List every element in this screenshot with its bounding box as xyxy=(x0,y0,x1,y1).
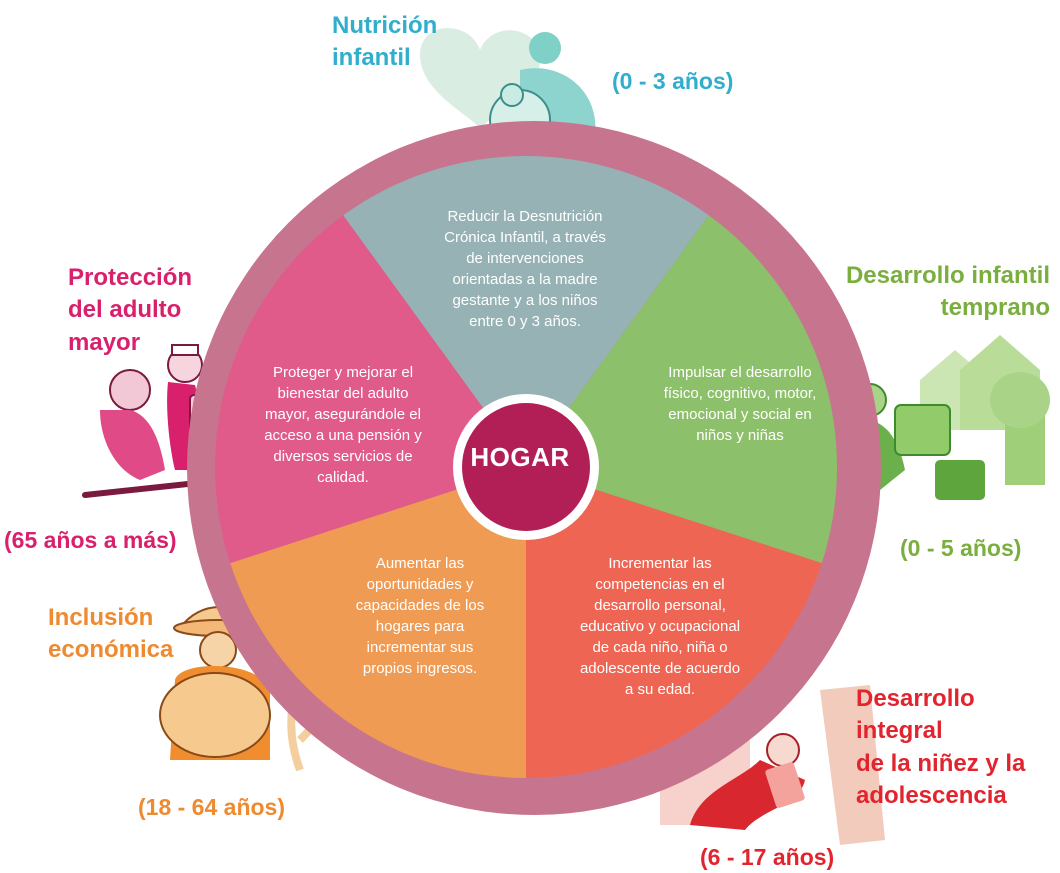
wedge-text-line: niños y niñas xyxy=(696,427,784,444)
wedge-text-line: gestante y a los niños xyxy=(452,292,598,309)
wedge-text-line: calidad. xyxy=(317,469,369,486)
wedge-adulto-mayor xyxy=(214,215,526,564)
wedge-text-line: diversos servicios de xyxy=(273,448,413,465)
wedge-text-line: mayor, asegurándole el xyxy=(265,406,421,423)
center-hub xyxy=(462,403,590,531)
wedge-text-line: físico, cognitivo, motor, xyxy=(663,385,817,402)
wedge-text-desarrollo-temprano: Impulsar el desarrollo físico, cognitivo,… xyxy=(640,362,840,446)
segment-title-adulto-mayor: Protección del adulto mayor xyxy=(68,262,192,359)
segment-title-desarrollo-temprano: Desarrollo infantil temprano xyxy=(840,260,1050,325)
wedge-text-line: oportunidades y xyxy=(366,576,474,593)
wedge-text-line: Crónica Infantil, a través xyxy=(444,229,606,246)
wedge-text-line: competencias en el xyxy=(595,576,725,593)
wedge-text-line: acceso a una pensión y xyxy=(264,427,422,444)
wedge-text-line: Impulsar el desarrollo xyxy=(668,364,812,381)
title-line: infantil xyxy=(332,44,411,72)
wedge-desarrollo-integral xyxy=(526,467,822,778)
title-line: del adulto xyxy=(68,296,182,324)
wedge-text-line: de intervenciones xyxy=(466,250,584,267)
wedge-group xyxy=(214,156,838,778)
wedge-text-line: desarrollo personal, xyxy=(594,597,726,614)
wedge-text-line: Reducir la Desnutrición xyxy=(447,208,603,225)
segment-age-inclusion: (18 - 64 años) xyxy=(138,794,285,820)
wedge-text-adulto-mayor: Proteger y mejorar el bienestar del adult… xyxy=(238,362,448,488)
segment-age-desarrollo-integral: (6 - 17 años) xyxy=(700,844,835,870)
wedge-text-desarrollo-integral: Incrementar las competencias en el desarro… xyxy=(555,553,765,700)
wedge-text-line: Incrementar las xyxy=(608,555,712,572)
segment-age-desarrollo-temprano: (0 - 5 años) xyxy=(900,535,1022,561)
wedge-text-line: capacidades de los xyxy=(355,597,485,614)
wedge-text-line: propios ingresos. xyxy=(362,660,478,677)
title-line: Desarrollo integral xyxy=(856,685,975,745)
wedge-text-line: entre 0 y 3 años. xyxy=(469,313,581,330)
segment-title-nutricion: Nutrición infantil xyxy=(332,10,437,75)
wedge-text-line: hogares para xyxy=(375,618,465,635)
wedge-text-line: Proteger y mejorar el xyxy=(272,364,414,381)
wedge-text-line: adolescente de acuerdo xyxy=(579,660,741,677)
segment-age-nutricion: (0 - 3 años) xyxy=(612,68,734,94)
wedge-nutricion xyxy=(343,156,709,467)
title-line: Nutrición xyxy=(332,12,438,39)
wedge-text-line: emocional y social en xyxy=(668,406,812,423)
title-line: económica xyxy=(48,636,174,664)
title-line: mayor xyxy=(68,328,141,356)
title-line: Desarrollo infantil xyxy=(845,262,1050,289)
segment-title-desarrollo-integral: Desarrollo integral de la niñez y la ado… xyxy=(856,683,1060,813)
title-line: Inclusión xyxy=(48,604,154,631)
title-line: de la niñez y la xyxy=(856,749,1026,777)
wedge-desarrollo-temprano xyxy=(526,215,838,564)
wedge-text-line: educativo y ocupacional xyxy=(579,618,741,635)
center-label: HOGAR xyxy=(470,442,570,472)
student-reading-illustration xyxy=(660,685,885,845)
wedge-text-line: Aumentar las xyxy=(375,555,465,572)
wedge-text-line: bienestar del adulto xyxy=(277,385,409,402)
wedge-text-line: a su edad. xyxy=(624,681,696,698)
title-line: Protección xyxy=(68,264,193,291)
segment-age-adulto-mayor: (65 años a más) xyxy=(4,527,177,553)
wedge-inclusion xyxy=(230,467,526,778)
wedge-text-line: incrementar sus xyxy=(366,639,474,656)
wedge-text-line: de cada niño, niña o xyxy=(592,639,728,656)
wedge-text-line: orientadas a la madre xyxy=(452,271,598,288)
title-line: temprano xyxy=(940,294,1050,322)
wedge-text-inclusion: Aumentar las oportunidades y capacidades d… xyxy=(325,553,515,679)
segment-title-inclusion: Inclusión económica xyxy=(48,602,173,667)
title-line: adolescencia xyxy=(856,782,1007,810)
